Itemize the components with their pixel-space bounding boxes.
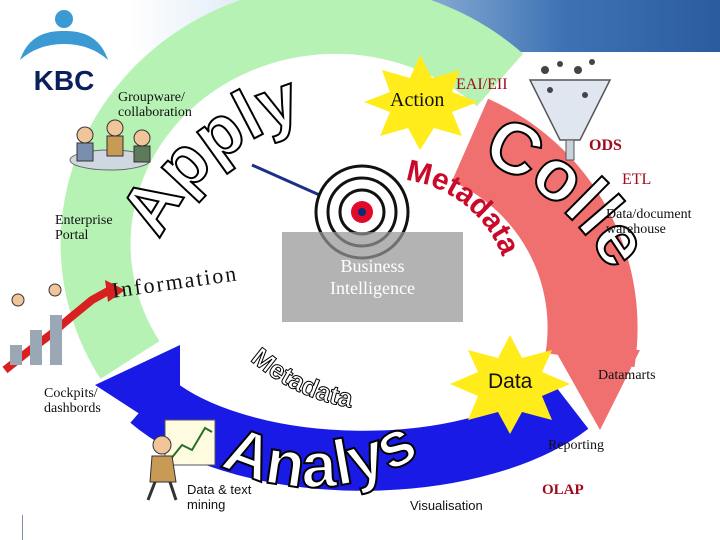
data-document-warehouse-label: Data/document warehouse	[606, 207, 692, 237]
enterprise-portal-label: Enterprise Portal	[55, 213, 113, 243]
collect-arrowhead	[555, 350, 640, 430]
analyse-arrowhead	[95, 345, 180, 440]
cockpits-label: Cockpits/ dashbords	[44, 386, 101, 416]
metadata-bottom-word: Metadata	[246, 341, 356, 413]
funnel-icon	[528, 59, 612, 161]
frame-divider	[22, 515, 23, 540]
kbc-logo-text: KBC	[34, 65, 95, 96]
kbc-logo-head	[55, 10, 73, 28]
reporting-label: Reporting	[548, 438, 604, 453]
etl-label: ETL	[622, 171, 652, 188]
growth-chart-icon	[2, 280, 125, 374]
data-starburst	[450, 335, 570, 434]
datamarts-label: Datamarts	[598, 368, 656, 383]
business-intelligence-box: Business Intelligence	[282, 232, 463, 322]
groupware-label: Groupware/ collaboration	[118, 90, 192, 120]
olap-label: OLAP	[542, 482, 584, 498]
action-starburst	[364, 55, 478, 150]
business-intelligence-label: Business Intelligence	[330, 256, 415, 298]
kbc-logo: KBC	[16, 10, 112, 96]
ods-label: ODS	[589, 137, 622, 154]
data-text-mining-label: Data & text mining	[187, 482, 252, 512]
analyst-chart-icon	[146, 419, 216, 501]
apply-arc	[60, 0, 524, 379]
kbc-logo-arms	[20, 30, 108, 60]
data-label: Data	[488, 370, 533, 393]
eai-eii-label: EAI/EII	[456, 76, 508, 93]
visualisation-label: Visualisation	[410, 498, 483, 513]
meeting-people-icon	[69, 119, 151, 171]
collect-arc	[450, 98, 638, 368]
action-label: Action	[390, 89, 445, 111]
kbc-logo-bg	[16, 66, 112, 92]
